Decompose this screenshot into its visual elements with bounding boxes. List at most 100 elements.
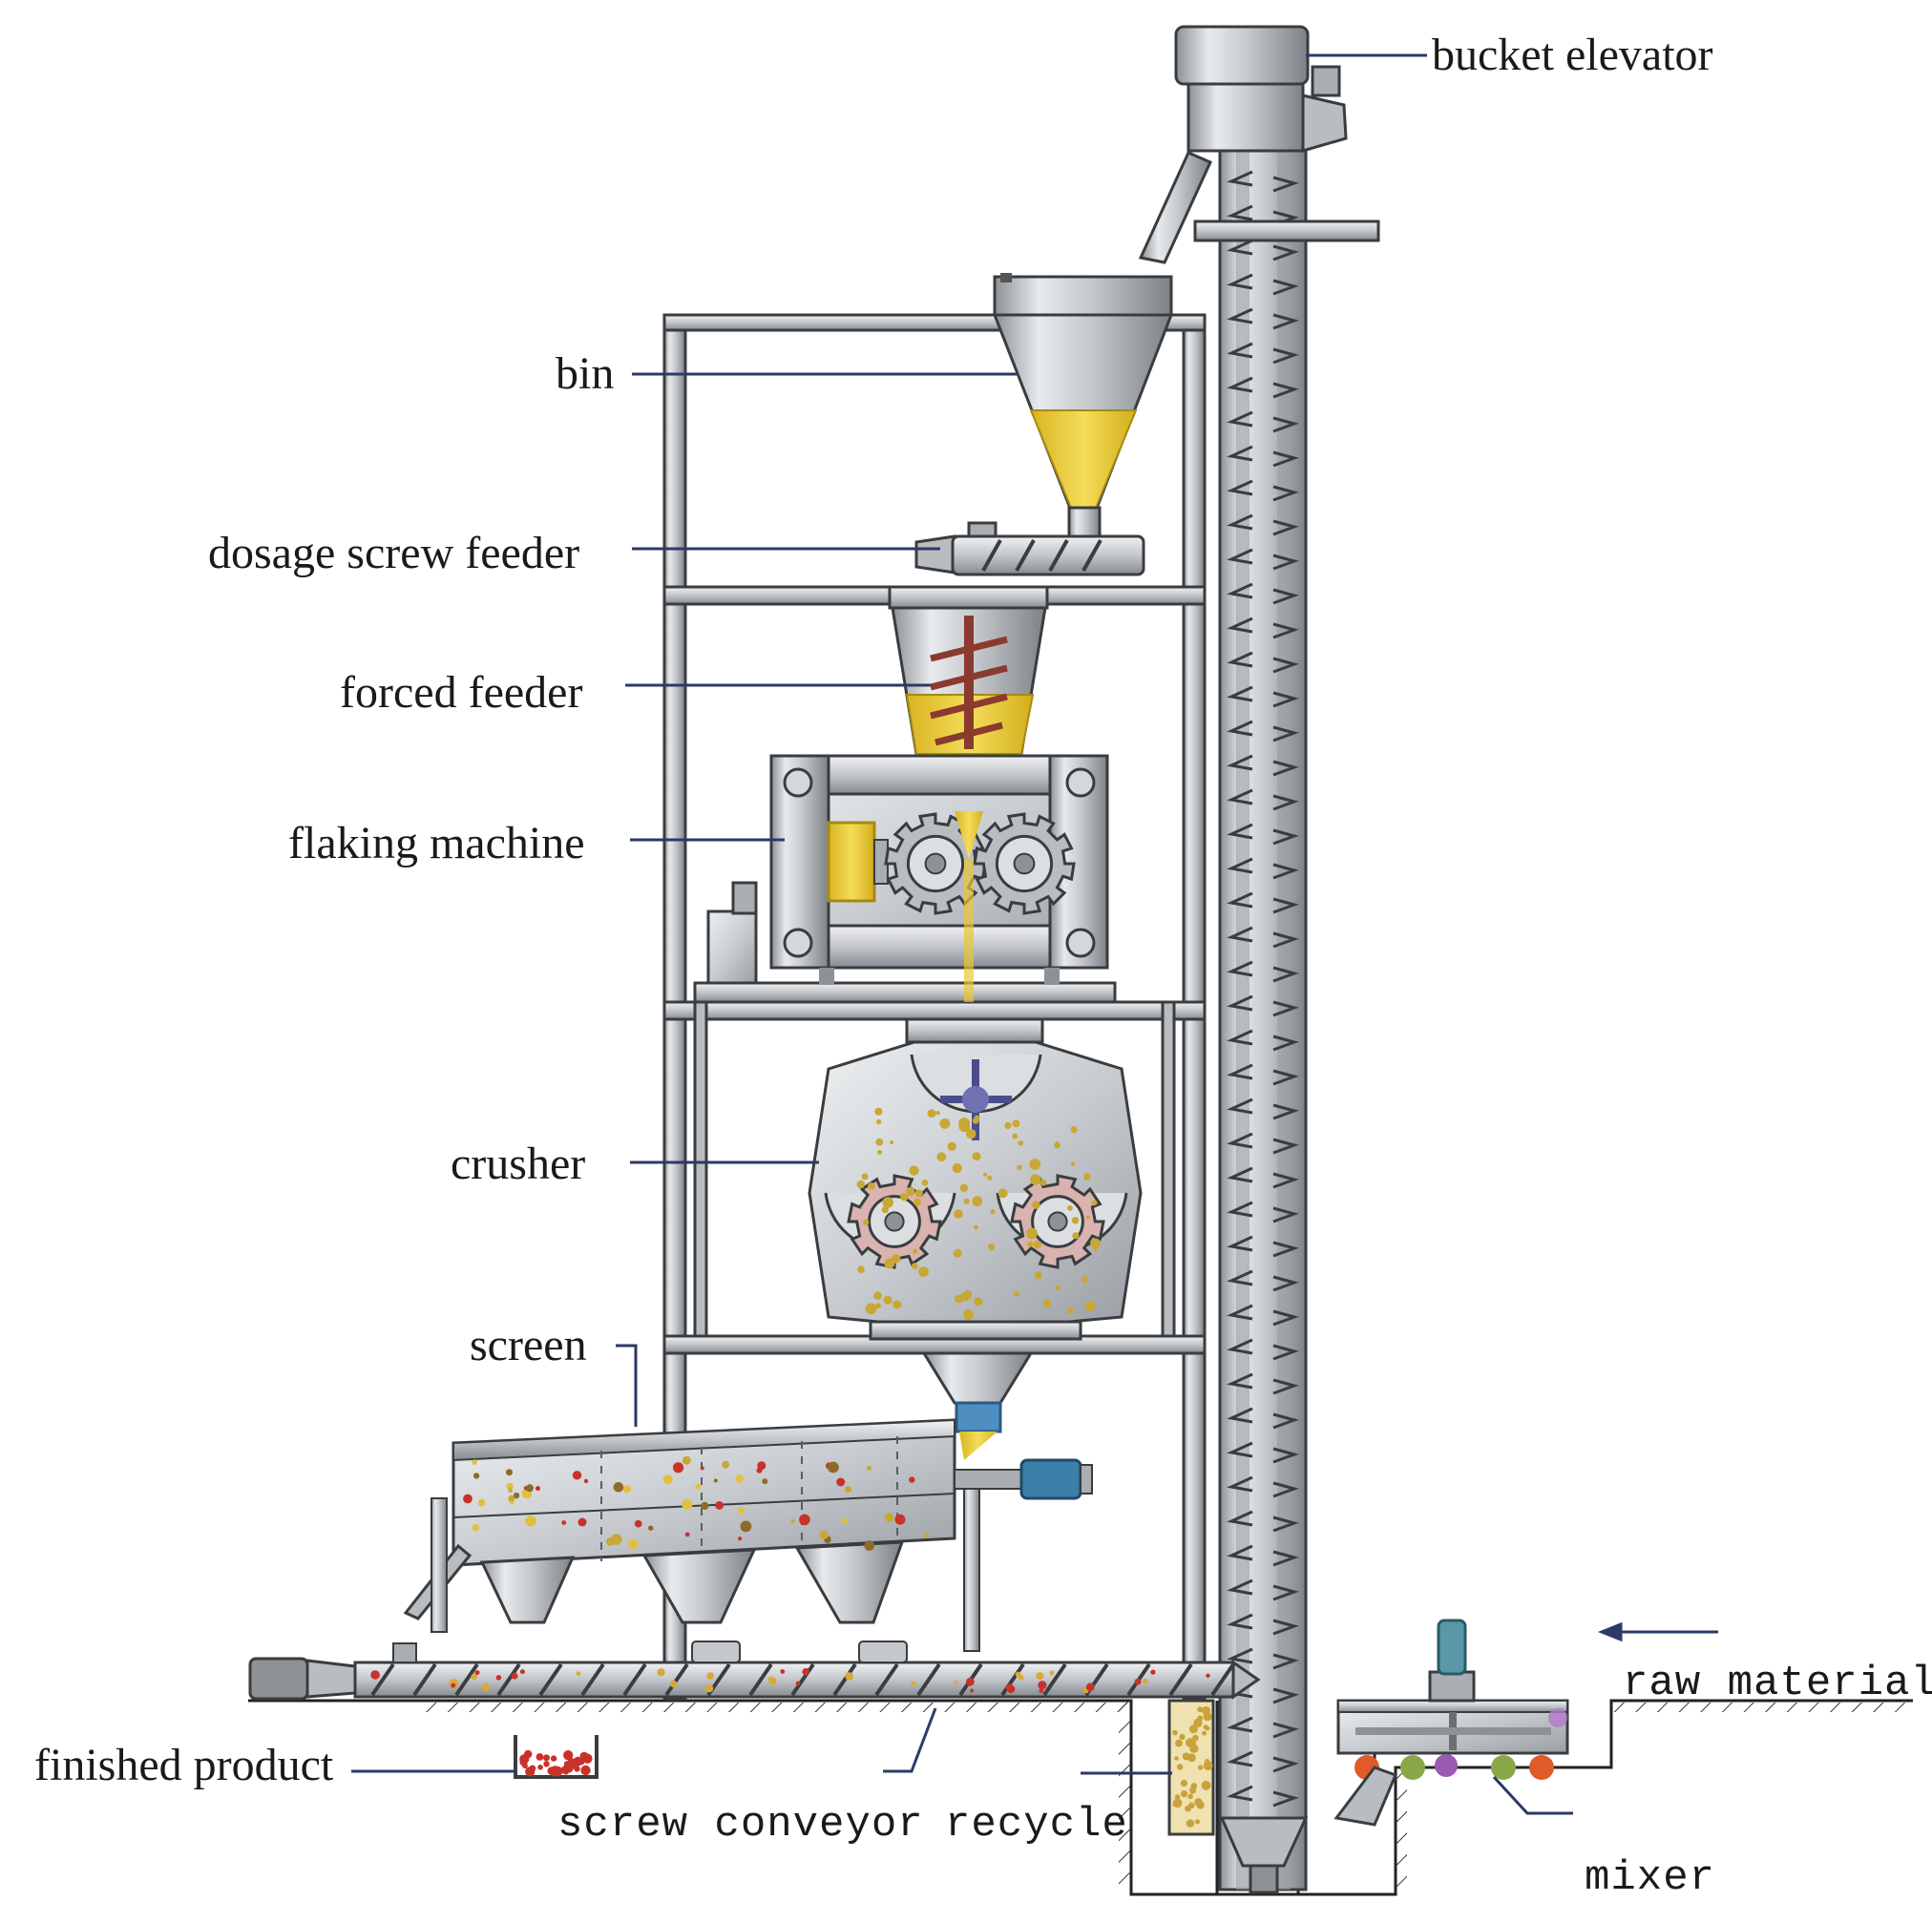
granule <box>451 1683 456 1688</box>
granule <box>682 1455 691 1465</box>
granule <box>682 1498 693 1511</box>
finished-product-tray <box>514 1735 598 1779</box>
elevator-bucket <box>1227 1097 1253 1115</box>
granule <box>1026 1227 1038 1240</box>
elevator-bucket <box>1272 1515 1299 1533</box>
granule <box>1018 1140 1023 1146</box>
granule <box>684 1532 690 1537</box>
elevator-bucket <box>1272 1378 1299 1395</box>
elevator-bucket <box>1227 1201 1253 1218</box>
recycle-particles <box>1172 1705 1213 1828</box>
elevator-bucket <box>1272 1000 1299 1017</box>
granule <box>762 1478 768 1485</box>
elevator-bucket <box>1272 1206 1299 1223</box>
elevator-bucket <box>1227 410 1253 428</box>
elevator-bucket <box>1227 170 1253 187</box>
granule <box>1180 1790 1188 1798</box>
bucket-elevator <box>1138 25 1380 1894</box>
elevator-bucket <box>1227 1166 1253 1183</box>
granule <box>735 1474 744 1483</box>
elevator-bucket <box>1227 1407 1253 1424</box>
dosage-screw-feeder <box>914 521 1145 576</box>
granule <box>768 1677 777 1685</box>
granule <box>1032 1201 1040 1209</box>
screw-flight <box>370 1662 395 1697</box>
elevator-bucket <box>1272 1584 1299 1601</box>
elevator-bucket <box>1227 376 1253 393</box>
granule <box>1186 1819 1195 1828</box>
finished-granule <box>550 1755 557 1762</box>
granule <box>954 1681 958 1685</box>
granule <box>972 1152 981 1161</box>
elevator-bucket <box>1227 1132 1253 1149</box>
screw-flight <box>496 1662 521 1697</box>
elevator-bucket <box>1227 582 1253 599</box>
granule <box>1091 1200 1098 1206</box>
granule <box>1185 1805 1191 1812</box>
granule <box>506 1482 514 1491</box>
screw-flight <box>790 1662 815 1697</box>
granule <box>927 1109 936 1118</box>
granule <box>874 1303 881 1309</box>
granule <box>1033 1240 1042 1249</box>
granule <box>508 1488 513 1493</box>
granule <box>864 1540 875 1551</box>
granule <box>1081 1276 1089 1284</box>
granule <box>914 1189 923 1198</box>
granule <box>884 1513 894 1522</box>
granule <box>713 1478 718 1483</box>
granule <box>1012 1133 1018 1139</box>
granule <box>868 1182 875 1190</box>
label-screen: screen <box>470 1320 587 1370</box>
granule <box>1067 1205 1073 1211</box>
granule <box>1177 1764 1184 1770</box>
granule <box>657 1668 665 1677</box>
elevator-bucket <box>1227 548 1253 565</box>
granule <box>909 1165 919 1176</box>
mixer <box>1334 1619 1569 1827</box>
screen-particles <box>463 1455 930 1551</box>
granule <box>472 1473 480 1479</box>
finished-granule <box>524 1749 533 1759</box>
ground-hatch <box>420 1703 1131 1712</box>
granule <box>1030 1174 1041 1185</box>
granule <box>1203 1761 1213 1770</box>
granule <box>911 1681 916 1686</box>
finished-granule <box>529 1765 536 1772</box>
granule <box>947 1141 956 1151</box>
granule <box>1006 1684 1016 1694</box>
elevator-bucket <box>1227 891 1253 909</box>
elevator-bucket <box>1227 239 1253 256</box>
granule <box>799 1514 810 1526</box>
elevator-bucket <box>1272 1172 1299 1189</box>
elevator-bucket <box>1227 513 1253 531</box>
elevator-bucket <box>1227 651 1253 668</box>
granule <box>875 1138 884 1146</box>
granule <box>1038 1681 1047 1690</box>
granule <box>972 1118 979 1124</box>
granule <box>578 1517 587 1527</box>
granule <box>1049 1670 1055 1676</box>
granule <box>525 1515 536 1527</box>
granule <box>882 1197 893 1208</box>
granule <box>990 1208 996 1215</box>
screw-flight <box>580 1662 605 1697</box>
granule <box>1054 1141 1060 1149</box>
granule <box>1206 1673 1210 1679</box>
finished-granule <box>536 1753 544 1761</box>
granule <box>506 1469 513 1476</box>
granule <box>1027 1241 1034 1247</box>
elevator-bucket <box>1227 1510 1253 1527</box>
screw-flight <box>538 1662 563 1697</box>
elevator-bucket <box>1272 966 1299 983</box>
granule <box>1067 1306 1075 1314</box>
granule <box>611 1534 622 1545</box>
granule <box>900 1193 909 1202</box>
granule <box>740 1520 752 1533</box>
granule <box>987 1175 993 1181</box>
label-recycle: recycle <box>945 1801 1128 1849</box>
elevator-bucket <box>1272 416 1299 433</box>
elevator-bucket <box>1227 1372 1253 1390</box>
granule <box>576 1671 581 1677</box>
elevator-bucket <box>1227 1304 1253 1321</box>
